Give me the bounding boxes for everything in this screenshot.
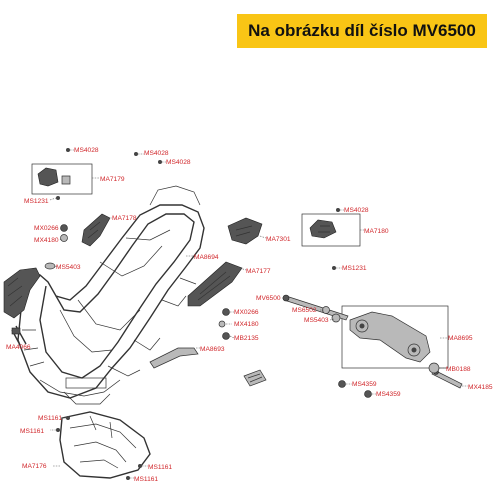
front-left-plate (3, 267, 41, 346)
callout-ma7180: MA7180 (364, 228, 389, 235)
callout-ms5403-a: MS5403 (56, 264, 81, 271)
callout-mx4180-b: MX4180 (234, 321, 259, 328)
callout-ms1231-b: MS1231 (342, 265, 367, 272)
floor-pan-ma7176 (59, 411, 151, 479)
callout-mv6500: MV6500 (256, 295, 281, 302)
bracket-ma7178 (81, 213, 111, 247)
callout-ma7176: MA7176 (22, 463, 47, 470)
callout-ma8693: MA8693 (200, 346, 225, 353)
main-frame (17, 185, 205, 405)
callout-ms4359-b: MS4359 (376, 391, 401, 398)
callout-ms1231-a: MS1231 (24, 198, 49, 205)
callout-ma8694: MA8694 (194, 254, 219, 261)
pipe-ma8693 (149, 347, 199, 369)
bushing-mb0188 (428, 362, 440, 374)
part-number-banner: Na obrázku díl číslo MV6500 (237, 14, 487, 48)
group-box-ma7179 (31, 163, 93, 195)
callout-ma4066: MA4066 (6, 344, 31, 351)
washer-ms6502 (322, 306, 330, 314)
callout-ms4028-c: MS4028 (166, 159, 191, 166)
callout-mb0188: MB0188 (446, 366, 471, 373)
callout-ma7177: MA7177 (246, 268, 271, 275)
callout-ms1161-b: MS1161 (20, 428, 44, 435)
callout-ma8695: MA8695 (448, 335, 473, 342)
callout-mx0266-b: MX0266 (234, 309, 259, 316)
plate-ma7177 (187, 261, 243, 307)
callout-mb2135: MB2135 (234, 335, 259, 342)
callout-ma7301: MA7301 (266, 236, 291, 243)
callout-ms4028-a: MS4028 (74, 147, 99, 154)
banner-text: Na obrázku díl číslo MV6500 (248, 21, 476, 40)
callout-ms6502: MS6502 (292, 307, 317, 314)
callout-ms1161-c: MS1161 (148, 464, 172, 471)
callout-ms5403-b: MS5403 (304, 317, 329, 324)
callout-ms1161-d: MS1161 (134, 476, 158, 483)
callout-mx0266-a: MX0266 (34, 225, 59, 232)
callout-ms4359-a: MS4359 (352, 381, 377, 388)
bracket-ma7301 (227, 217, 263, 245)
group-box-ma8695 (341, 305, 449, 369)
callout-mx4185: MX4185 (468, 384, 493, 391)
callout-ma7179: MA7179 (100, 176, 125, 183)
callout-ms4028-d: MS4028 (344, 207, 369, 214)
callout-ms4028-b: MS4028 (144, 150, 169, 157)
callout-ms1161-a: MS1161 (38, 415, 62, 422)
callout-mx4180-a: MX4180 (34, 237, 59, 244)
callout-ma7178: MA7178 (112, 215, 137, 222)
nut-ms5403-rear (331, 313, 341, 323)
